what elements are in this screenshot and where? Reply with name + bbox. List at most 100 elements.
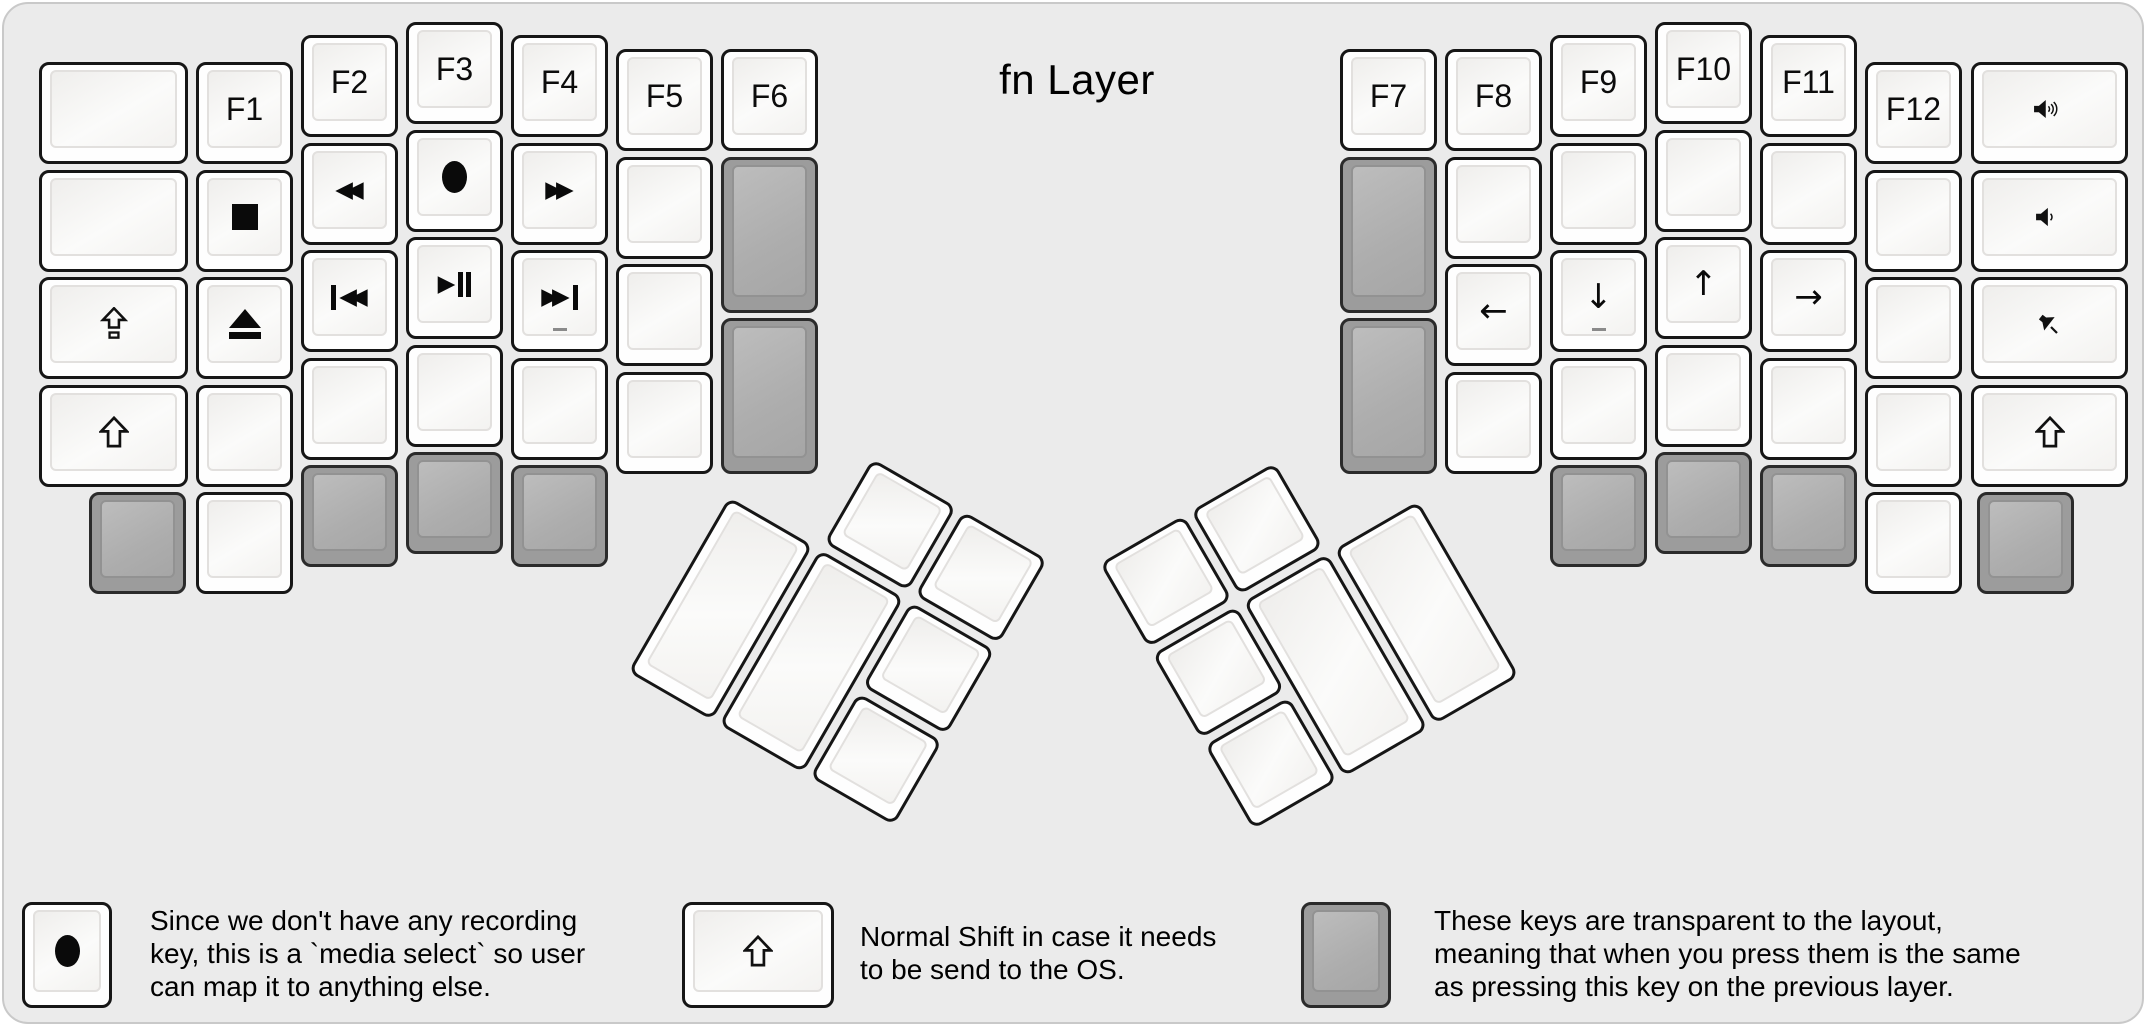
key-blank[interactable] (1655, 345, 1752, 447)
key-transparent[interactable] (1340, 318, 1437, 474)
key-transparent[interactable] (511, 465, 608, 567)
keycap-surface (1218, 709, 1320, 811)
front-legend-underscore (1591, 328, 1606, 331)
keycap-surface (1982, 178, 2117, 256)
key-shift[interactable] (39, 385, 188, 487)
key-transparent[interactable] (89, 492, 186, 594)
keycap-surface: F1 (207, 70, 282, 148)
keycap-surface (1456, 380, 1531, 458)
key-blank[interactable] (1445, 372, 1542, 474)
key-caps[interactable] (39, 277, 188, 379)
key-blank[interactable] (1655, 130, 1752, 232)
key-blank[interactable] (616, 157, 713, 259)
legend-shift-key[interactable] (682, 902, 834, 1008)
keycap-surface (100, 500, 175, 578)
key-shift[interactable] (1971, 385, 2128, 487)
key-mute[interactable] (1971, 277, 2128, 379)
key-blank[interactable] (196, 492, 293, 594)
legend-transparent-key[interactable] (1301, 902, 1391, 1008)
keycap-surface: F11 (1771, 43, 1846, 121)
key-left[interactable]: ← (1445, 264, 1542, 366)
keycap-surface (417, 460, 492, 538)
key-blank[interactable] (1865, 277, 1962, 379)
key-blank[interactable] (1760, 358, 1857, 460)
keycap-surface (1876, 393, 1951, 471)
key-transparent[interactable] (721, 157, 818, 313)
keycap-surface (33, 910, 101, 992)
key-blank[interactable] (1445, 157, 1542, 259)
keycap-surface (207, 393, 282, 471)
keycap-surface (1666, 353, 1741, 431)
keycap-surface: F3 (417, 30, 492, 108)
keycap-surface (207, 178, 282, 256)
key-blank[interactable] (39, 62, 188, 164)
keycap-surface (1312, 910, 1380, 992)
keycap-surface (1666, 138, 1741, 216)
key-label: F11 (1782, 63, 1835, 100)
key-transparent[interactable] (406, 452, 503, 554)
key-fast-forward[interactable]: ▶▶ (511, 143, 608, 245)
key-blank[interactable] (1865, 492, 1962, 594)
key-transparent[interactable] (1655, 452, 1752, 554)
legend-record-text: Since we don't have any recording key, t… (150, 904, 585, 1003)
keycap-surface (417, 138, 492, 216)
key-f5[interactable]: F5 (616, 49, 713, 151)
key-blank[interactable] (616, 264, 713, 366)
key-f7[interactable]: F7 (1340, 49, 1437, 151)
key-blank[interactable] (1550, 358, 1647, 460)
key-f3[interactable]: F3 (406, 22, 503, 124)
key-blank[interactable] (616, 372, 713, 474)
keycap-surface: F6 (732, 57, 807, 135)
key-blank[interactable] (196, 385, 293, 487)
key-vol-up[interactable] (1971, 62, 2128, 164)
key-transparent[interactable] (301, 465, 398, 567)
key-blank[interactable] (406, 345, 503, 447)
key-skip-back[interactable]: ◀◀ (301, 250, 398, 352)
key-down[interactable]: ↓ (1550, 250, 1647, 352)
legend-line: These keys are transparent to the layout… (1434, 905, 1943, 936)
key-eject[interactable] (196, 277, 293, 379)
keycap-surface: → (1771, 258, 1846, 336)
key-rewind[interactable]: ◀◀ (301, 143, 398, 245)
skip-back-icon: ◀◀ (331, 284, 368, 310)
key-f2[interactable]: F2 (301, 35, 398, 137)
key-blank[interactable] (39, 170, 188, 272)
legend-line: to be send to the OS. (860, 954, 1125, 985)
key-stop[interactable] (196, 170, 293, 272)
keycap-surface (1988, 500, 2063, 578)
key-f6[interactable]: F6 (721, 49, 818, 151)
key-right[interactable]: → (1760, 250, 1857, 352)
legend-record-key[interactable] (22, 902, 112, 1008)
keycap-surface (312, 366, 387, 444)
key-blank[interactable] (1760, 143, 1857, 245)
key-f4[interactable]: F4 (511, 35, 608, 137)
key-f9[interactable]: F9 (1550, 35, 1647, 137)
key-transparent[interactable] (721, 318, 818, 474)
key-transparent[interactable] (1550, 465, 1647, 567)
key-f10[interactable]: F10 (1655, 22, 1752, 124)
key-vol-down[interactable] (1971, 170, 2128, 272)
key-transparent[interactable] (1340, 157, 1437, 313)
stop-icon (231, 204, 258, 230)
key-blank[interactable] (1550, 143, 1647, 245)
key-blank[interactable] (1865, 385, 1962, 487)
keycap-surface (50, 178, 177, 256)
key-skip-forward[interactable]: ▶▶ (511, 250, 608, 352)
key-play-pause[interactable]: ▶ (406, 237, 503, 339)
key-f12[interactable]: F12 (1865, 62, 1962, 164)
play-pause-icon: ▶ (438, 271, 472, 297)
key-transparent[interactable] (1977, 492, 2074, 594)
key-f8[interactable]: F8 (1445, 49, 1542, 151)
key-label: F7 (1369, 77, 1408, 114)
keycap-surface (932, 523, 1034, 625)
keycap-surface: ← (1456, 272, 1531, 350)
key-f11[interactable]: F11 (1760, 35, 1857, 137)
legend-line: key, this is a `media select` so user (150, 938, 586, 969)
key-blank[interactable] (301, 358, 398, 460)
key-f1[interactable]: F1 (196, 62, 293, 164)
key-blank[interactable] (511, 358, 608, 460)
key-record[interactable] (406, 130, 503, 232)
key-transparent[interactable] (1760, 465, 1857, 567)
key-blank[interactable] (1865, 170, 1962, 272)
key-up[interactable]: ↑ (1655, 237, 1752, 339)
